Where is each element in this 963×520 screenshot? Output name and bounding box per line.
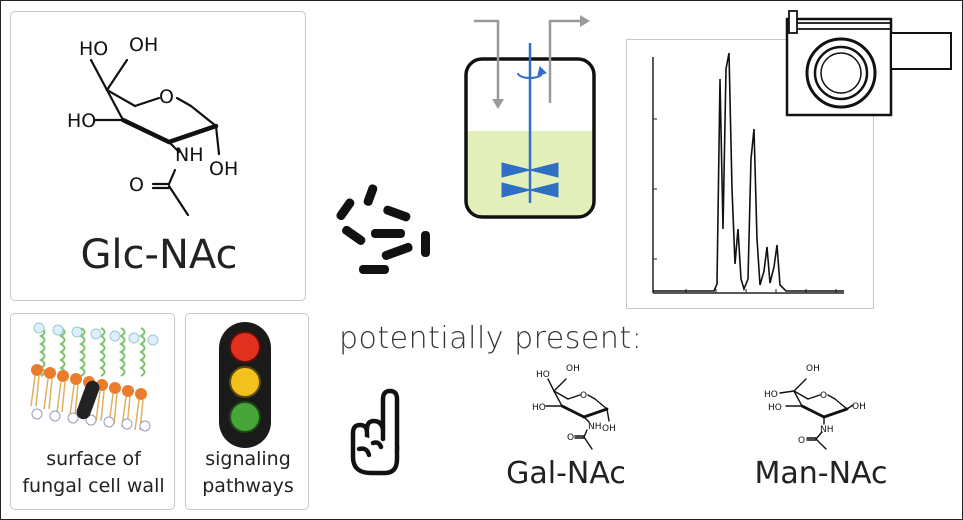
traffic-light-icon xyxy=(219,322,271,448)
galnac-atom-carbonyl-o: O xyxy=(567,433,574,443)
mannac-atom-oh-top: OH xyxy=(806,364,820,374)
glcnac-panel: HO OH O HO NH OH O Glc-NAc xyxy=(10,11,306,301)
galnac-structure: HO OH O HO NH OH O xyxy=(532,364,616,450)
glcnac-atom-oh-top: OH xyxy=(129,34,159,56)
glcnac-structure xyxy=(89,58,221,217)
glcnac-atom-nh: NH xyxy=(175,144,204,166)
galnac-atom-ho-mid: HO xyxy=(532,403,546,413)
glcnac-atom-ring-o: O xyxy=(159,86,174,108)
signaling-label-line2: pathways xyxy=(202,475,294,497)
galnac-atom-ho-top: HO xyxy=(536,370,550,380)
glcnac-atom-ho-top: HO xyxy=(79,38,109,60)
mannac-atom-carbonyl-o: O xyxy=(798,436,805,446)
galnac-label: Gal-NAc xyxy=(506,456,626,491)
galnac-atom-ring-o: O xyxy=(580,391,587,401)
fungal-label-line2: fungal cell wall xyxy=(22,475,165,497)
mannac-atom-oh-right: OH xyxy=(852,402,866,412)
bacteria-icon xyxy=(336,184,430,274)
glcnac-atom-carbonyl-o: O xyxy=(129,174,144,196)
glcnac-atom-ho-mid: HO xyxy=(67,110,97,132)
glcnac-atom-oh-right: OH xyxy=(209,158,239,180)
galnac-atom-oh-right: OH xyxy=(602,424,616,434)
hplc-detector-icon xyxy=(785,10,952,117)
mannac-label: Man-NAc xyxy=(754,456,888,491)
signaling-panel: signaling pathways xyxy=(185,313,309,510)
fungal-panel: surface of fungal cell wall xyxy=(10,313,175,510)
mannac-atom-ho-top: HO xyxy=(764,390,778,400)
galnac-atom-oh-top: OH xyxy=(566,364,580,374)
mannac-structure: HO OH O HO NH OH O xyxy=(764,364,866,450)
signaling-label-line1: signaling xyxy=(205,448,291,470)
fungal-label-line1: surface of xyxy=(46,448,141,470)
pointing-hand-icon xyxy=(350,388,400,476)
mannac-atom-ho-mid: HO xyxy=(768,403,782,413)
mannac-atom-ring-o: O xyxy=(820,391,827,401)
bioreactor-icon xyxy=(464,15,596,219)
galnac-atom-nh: NH xyxy=(588,422,602,432)
potentially-present-text: potentially present: xyxy=(339,321,643,356)
chromatogram-icon xyxy=(652,52,844,294)
glcnac-label: Glc-NAc xyxy=(80,232,238,278)
mannac-atom-nh: NH xyxy=(820,425,834,435)
cell-membrane-icon xyxy=(30,322,159,432)
